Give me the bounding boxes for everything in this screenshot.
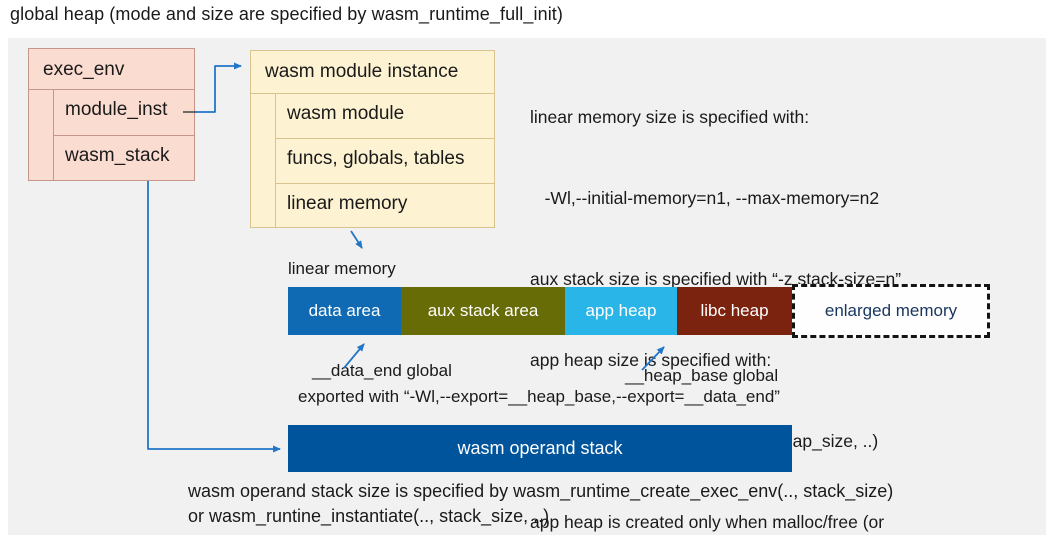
exec-env-box: exec_env module_inst wasm_stack xyxy=(28,48,195,181)
note-line: app heap is created only when malloc/fre… xyxy=(530,512,885,532)
page-title: global heap (mode and size are specified… xyxy=(10,4,563,24)
exec-env-row-divider xyxy=(53,135,194,136)
segment-data-area: data area xyxy=(288,287,401,335)
module-instance-box: wasm module instance wasm module funcs, … xyxy=(250,50,495,228)
segment-enlarged-memory: enlarged memory xyxy=(792,284,990,338)
exec-env-header-divider xyxy=(29,89,194,90)
operand-stack-caption-line-1: wasm operand stack size is specified by … xyxy=(188,481,894,501)
module-instance-row-divider-1 xyxy=(275,138,494,139)
module-instance-row-linear-memory: linear memory xyxy=(287,193,408,214)
exec-env-row-module-inst: module_inst xyxy=(65,99,168,120)
exec-env-header: exec_env xyxy=(43,59,125,80)
module-instance-row-wasm-module: wasm module xyxy=(287,103,405,124)
segment-libc-heap: libc heap xyxy=(677,287,792,335)
exported-flags-annotation: exported with “-Wl,--export=__heap_base,… xyxy=(298,387,780,406)
data-end-global-annotation: __data_end global xyxy=(312,361,452,380)
segment-label: libc heap xyxy=(700,301,769,320)
note-line: app heap size is specified with: xyxy=(530,350,772,370)
segment-label: aux stack area xyxy=(427,301,539,320)
note-line: -Wl,--initial-memory=n1, --max-memory=n2 xyxy=(530,188,880,208)
module-instance-header: wasm module instance xyxy=(265,61,459,82)
module-instance-row-funcs-globals-tables: funcs, globals, tables xyxy=(287,148,465,169)
heap-base-global-annotation: __heap_base global xyxy=(625,366,779,385)
segment-label: data area xyxy=(308,301,381,320)
segment-aux-stack-area: aux stack area xyxy=(401,287,565,335)
wasm-operand-stack-label: wasm operand stack xyxy=(457,438,623,458)
operand-stack-caption-line-2: or wasm_runtine_instantiate(.., stack_si… xyxy=(188,506,550,526)
note-line: linear memory size is specified with: xyxy=(530,107,810,127)
segment-label: app heap xyxy=(585,301,657,320)
wasm-operand-stack-box: wasm operand stack xyxy=(288,425,792,472)
segment-label: enlarged memory xyxy=(824,301,958,320)
module-instance-indent-divider xyxy=(275,93,276,227)
module-instance-header-divider xyxy=(251,93,494,94)
segment-app-heap: app heap xyxy=(565,287,677,335)
exec-env-row-wasm-stack: wasm_stack xyxy=(65,145,170,166)
module-instance-row-divider-2 xyxy=(275,183,494,184)
linear-memory-label: linear memory xyxy=(288,259,396,278)
